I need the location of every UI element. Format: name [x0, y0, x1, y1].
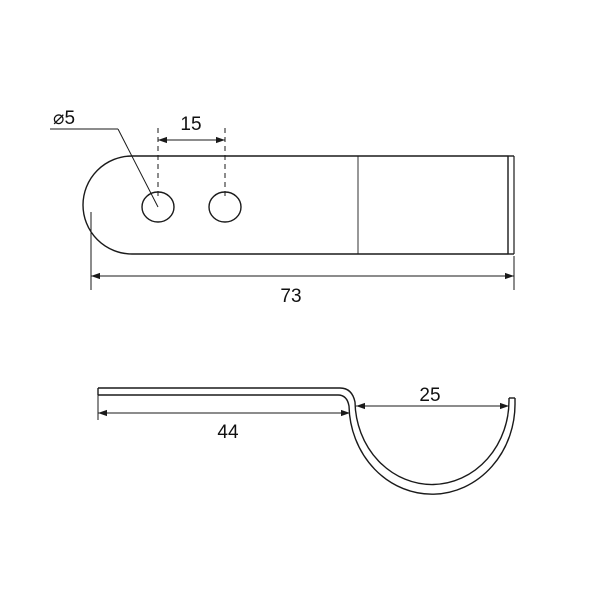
- hole-diameter-label: ⌀5: [53, 108, 75, 129]
- curve-width-label: 25: [419, 385, 440, 406]
- hole-2: [208, 191, 242, 223]
- side-profile-inner: [98, 394, 516, 495]
- overall-length-label: 73: [280, 286, 301, 307]
- flat-length-label: 44: [217, 422, 239, 443]
- side-view: [97, 387, 516, 495]
- hole-spacing-label: 15: [180, 114, 201, 135]
- strip-outline: [82, 155, 508, 255]
- top-view: [50, 128, 515, 290]
- diameter-leader-line: [117, 128, 159, 208]
- side-profile-outer: [98, 387, 510, 486]
